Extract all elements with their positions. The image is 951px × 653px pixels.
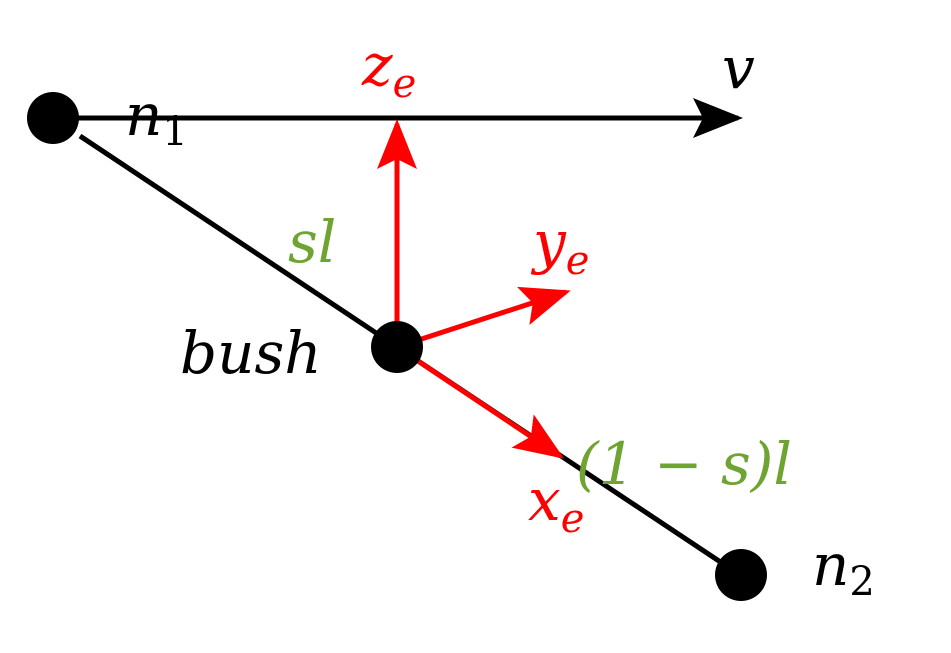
node-bush	[371, 321, 423, 373]
label-one-minus-s-l: (1 − s)l	[576, 430, 792, 498]
node-n2	[715, 549, 767, 601]
label-y-e: ye	[530, 208, 589, 284]
y-axis-arrow	[396, 286, 571, 350]
label-x-e: xe	[528, 466, 584, 542]
node-n1	[27, 92, 79, 144]
label-sl: sl	[288, 208, 336, 276]
label-z-e: ze	[361, 31, 416, 107]
x-axis-arrow	[395, 344, 565, 459]
label-n1: n1	[125, 81, 188, 155]
label-v: v	[722, 34, 755, 102]
label-bush: bush	[180, 319, 322, 387]
label-n2: n2	[812, 531, 875, 605]
